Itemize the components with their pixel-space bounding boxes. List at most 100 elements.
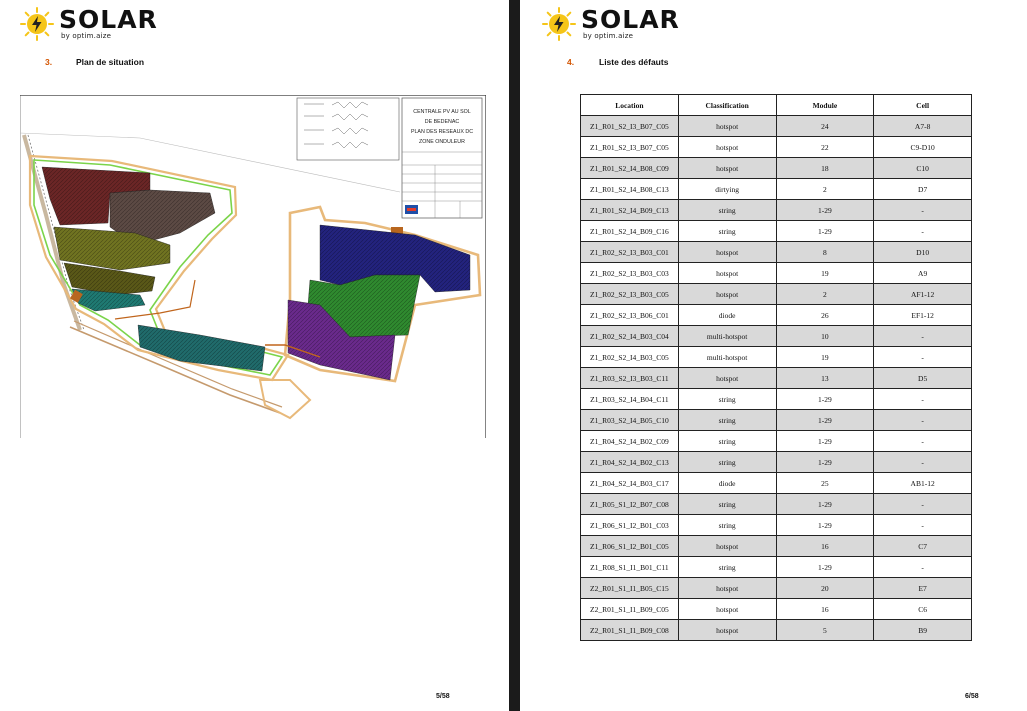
page-number: 5/58	[436, 693, 450, 700]
header-module: Module	[775, 94, 875, 116]
classification-cell: hotspot	[677, 598, 777, 620]
cell-cell: -	[873, 388, 972, 410]
location-cell: Z1_R01_S2_I4_B09_C13	[580, 199, 679, 221]
classification-cell: string	[677, 493, 777, 515]
module-cell: 1-29	[775, 409, 875, 431]
location-cell: Z1_R08_S1_I1_B01_C11	[580, 556, 679, 578]
classification-cell: string	[677, 556, 777, 578]
cell-cell: A7-8	[873, 115, 972, 137]
module-cell: 8	[775, 241, 875, 263]
module-cell: 2	[775, 283, 875, 305]
site-plan-drawing: CENTRALE PV AU SOL DE BEDENAC PLAN DES R…	[20, 95, 486, 438]
cell-cell: C6	[873, 598, 972, 620]
cell-cell: C10	[873, 157, 972, 179]
section-title: Liste des défauts	[599, 57, 669, 67]
location-cell: Z2_R01_S1_I1_B05_C15	[580, 577, 679, 599]
cell-cell: -	[873, 346, 972, 368]
solar-logo: SOLAR by optim.aize	[20, 7, 158, 41]
defects-table: Location Classification Module Cell Z1_R…	[580, 94, 972, 641]
classification-cell: string	[677, 199, 777, 221]
classification-cell: hotspot	[677, 157, 777, 179]
page-number: 6/58	[965, 693, 979, 700]
cell-cell: -	[873, 199, 972, 221]
location-cell: Z2_R01_S1_I1_B09_C05	[580, 598, 679, 620]
cell-cell: EF1-12	[873, 304, 972, 326]
location-cell: Z2_R01_S1_I1_B09_C08	[580, 619, 679, 641]
module-cell: 22	[775, 136, 875, 158]
location-cell: Z1_R02_S2_I3_B06_C01	[580, 304, 679, 326]
location-cell: Z1_R04_S2_I4_B02_C09	[580, 430, 679, 452]
location-cell: Z1_R02_S2_I3_B03_C05	[580, 283, 679, 305]
location-cell: Z1_R01_S2_I4_B09_C16	[580, 220, 679, 242]
location-cell: Z1_R05_S1_I2_B07_C08	[580, 493, 679, 515]
brand-tagline: by optim.aize	[61, 32, 112, 40]
cell-cell: C9-D10	[873, 136, 972, 158]
location-cell: Z1_R06_S1_I2_B01_C03	[580, 514, 679, 536]
classification-cell: multi-hotspot	[677, 325, 777, 347]
classification-cell: hotspot	[677, 262, 777, 284]
location-cell: Z1_R01_S2_I4_B08_C13	[580, 178, 679, 200]
module-cell: 25	[775, 472, 875, 494]
section-number: 4.	[567, 57, 575, 67]
plan-title-4: ZONE ONDULEUR	[419, 139, 465, 145]
module-cell: 1-29	[775, 451, 875, 473]
module-cell: 1-29	[775, 493, 875, 515]
header-cell: Cell	[873, 94, 972, 116]
cell-cell: -	[873, 556, 972, 578]
module-cell: 19	[775, 346, 875, 368]
module-cell: 16	[775, 535, 875, 557]
page-gutter	[509, 0, 520, 711]
classification-cell: hotspot	[677, 115, 777, 137]
section-number: 3.	[45, 57, 53, 67]
brand-name: SOLAR	[59, 5, 158, 34]
module-cell: 18	[775, 157, 875, 179]
page-5: SOLAR by optim.aize 3. Plan de situation…	[0, 0, 509, 711]
location-cell: Z1_R01_S2_I4_B08_C09	[580, 157, 679, 179]
classification-cell: hotspot	[677, 535, 777, 557]
plan-title-3: PLAN DES RESEAUX DC	[411, 129, 473, 135]
section-title: Plan de situation	[76, 57, 145, 67]
cell-cell: D10	[873, 241, 972, 263]
module-cell: 1-29	[775, 220, 875, 242]
module-cell: 10	[775, 325, 875, 347]
sun-bolt-icon	[20, 7, 54, 41]
module-cell: 5	[775, 619, 875, 641]
module-cell: 1-29	[775, 514, 875, 536]
module-cell: 1-29	[775, 199, 875, 221]
plan-title-1: CENTRALE PV AU SOL	[413, 109, 470, 115]
classification-cell: multi-hotspot	[677, 346, 777, 368]
classification-cell: string	[677, 451, 777, 473]
classification-cell: string	[677, 220, 777, 242]
location-cell: Z1_R03_S2_I4_B04_C11	[580, 388, 679, 410]
location-cell: Z1_R01_S2_I3_B07_C05	[580, 136, 679, 158]
classification-cell: diode	[677, 472, 777, 494]
module-cell: 16	[775, 598, 875, 620]
classification-cell: hotspot	[677, 367, 777, 389]
title-block	[401, 97, 483, 219]
cell-cell: D5	[873, 367, 972, 389]
cell-cell: AB1-12	[873, 472, 972, 494]
module-cell: 1-29	[775, 430, 875, 452]
location-cell: Z1_R01_S2_I3_B07_C05	[580, 115, 679, 137]
cell-cell: -	[873, 514, 972, 536]
plan-title-2: DE BEDENAC	[425, 119, 460, 125]
classification-cell: diode	[677, 304, 777, 326]
cell-cell: -	[873, 493, 972, 515]
